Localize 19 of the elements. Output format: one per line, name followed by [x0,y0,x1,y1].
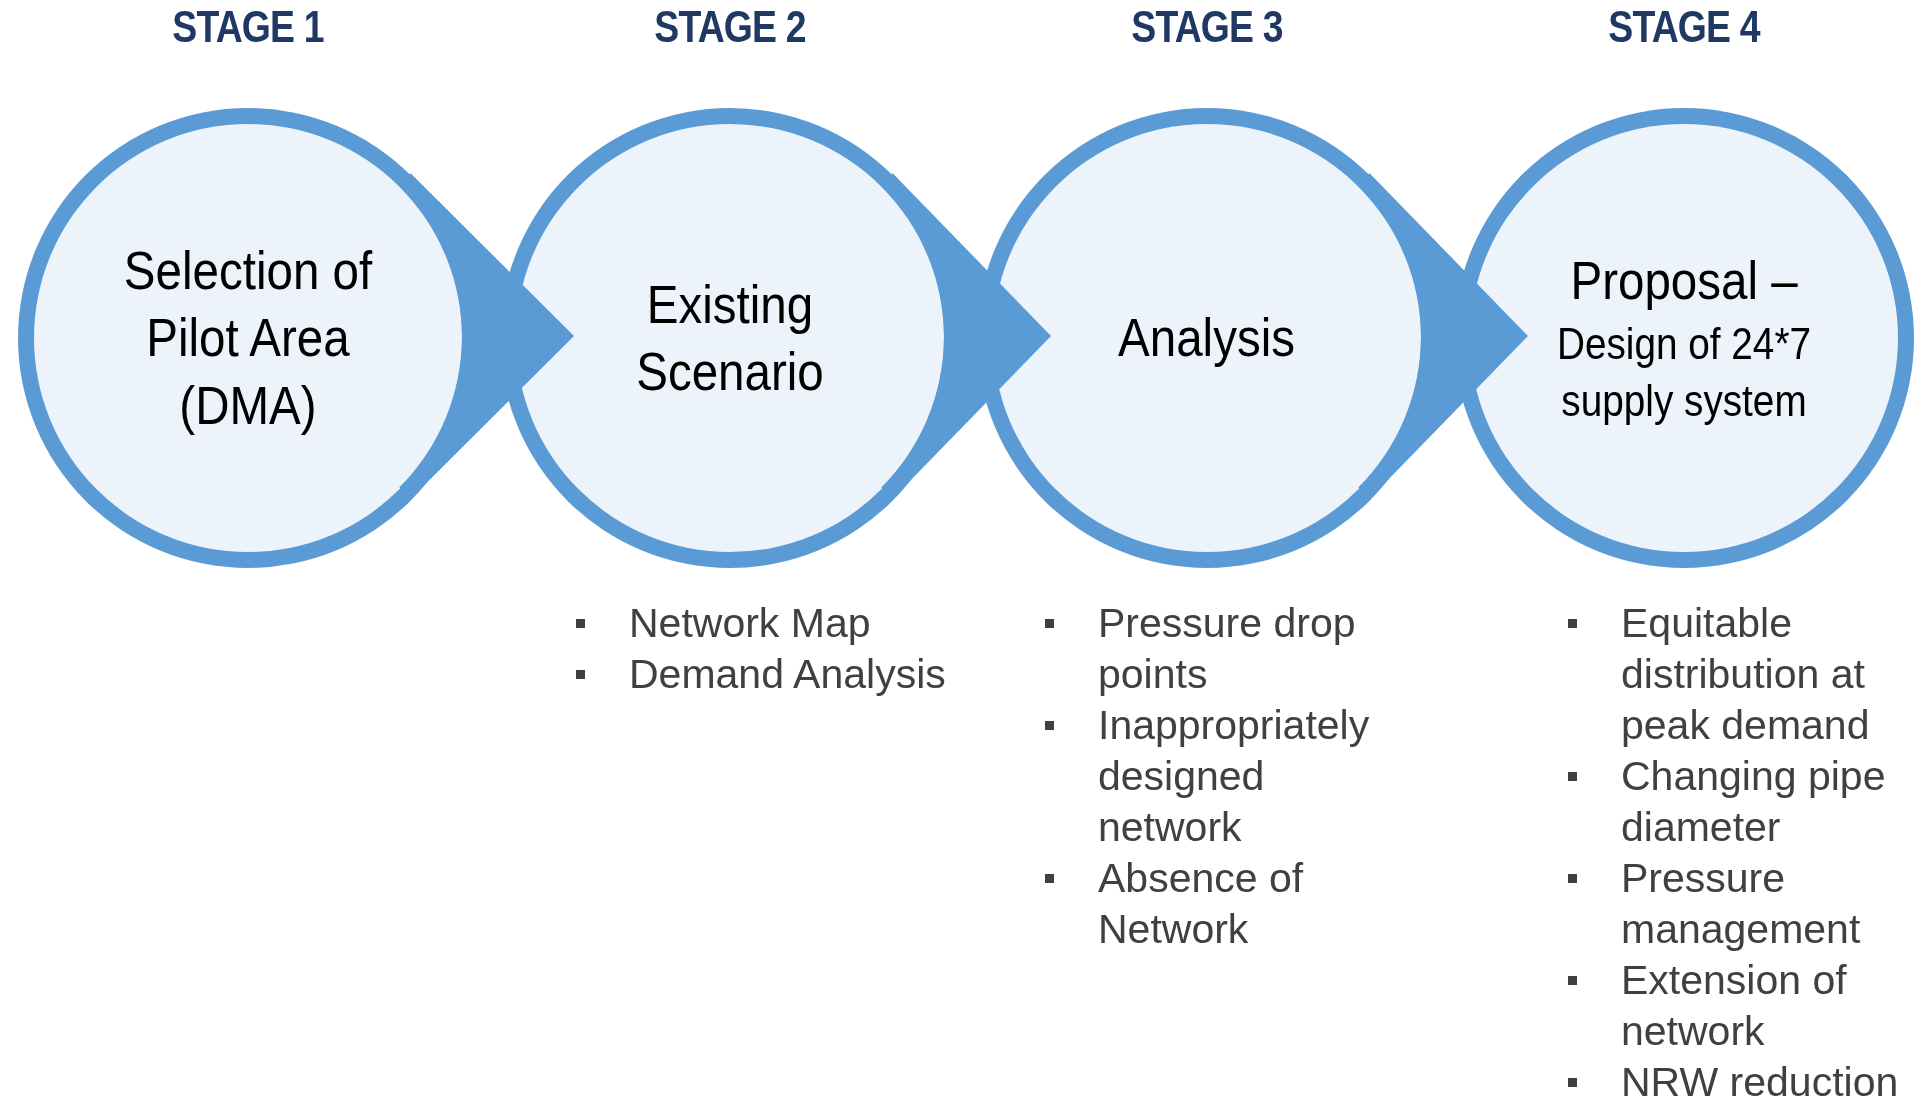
bullet-item: Equitable distribution at peak demand [1566,598,1916,751]
stage-title: Proposal – [1570,249,1798,313]
stage-heading: STAGE 2 [654,2,806,52]
bullet-item: NRW reduction [1566,1057,1916,1101]
bullet-item: Absence of Network [1043,853,1398,955]
stage-heading: STAGE 1 [172,2,324,52]
bullet-item: Pressure drop points [1043,598,1398,700]
stage-title: Design of 24*7 supply system [1556,317,1812,427]
bullet-item: Demand Analysis [574,649,994,700]
bullet-item: Network Map [574,598,994,649]
stage-heading: STAGE 4 [1608,2,1760,52]
bullet-item: Extension of network [1566,955,1916,1057]
bullet-item: Changing pipe diameter [1566,751,1916,853]
stage-title: Selection of Pilot Area (DMA) [122,238,374,437]
stage-title: Analysis [1118,306,1296,370]
bullet-item: Inappropriately designed network [1043,700,1398,853]
stage-title: Existing Scenario [635,272,825,403]
bullet-item: Pressure management [1566,853,1916,955]
stage-heading: STAGE 3 [1131,2,1283,52]
